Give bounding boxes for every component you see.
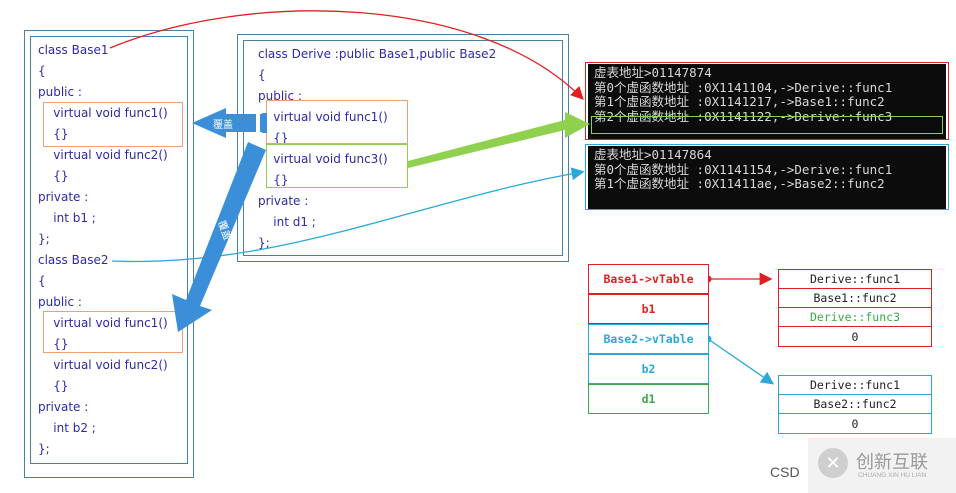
console1-func3-highlight [591,116,943,134]
derive-class-code: class Derive :public Base1,public Base2 {… [258,44,496,254]
code-line: private : [38,400,89,414]
code-line: {} [38,169,69,183]
code-line: int b2 ; [38,421,96,435]
code-line: }; [38,232,50,246]
vtable-entry: 0 [778,326,932,347]
code-line: {} [38,127,69,141]
watermark-brand: 创新互联 [856,452,928,473]
vtable-entry: 0 [778,413,932,434]
code-line: public : [258,89,302,103]
code-line: public : [38,85,82,99]
code-line: class Derive :public Base1,public Base2 [258,47,497,61]
override-arrow-horizontal [192,108,262,138]
console-line: 虚表地址>01147864 [594,147,712,162]
vtable-entry: Base2::func2 [778,394,932,414]
derive-class-panel-inner [243,40,563,256]
code-line: {} [258,131,289,145]
code-line: int b1 ; [38,211,96,225]
console-line: 第0个虚函数地址 :0X1141104,->Derive::func1 [594,79,893,95]
override-label-1: 覆盖 [213,118,233,131]
vtable-entry: Derive::func1 [778,375,932,395]
watermark-logo-icon: ✕ [818,448,848,478]
watermark-csd: CSD [770,464,800,480]
object-layout-cell: b2 [588,354,709,384]
code-line: int d1 ; [258,215,316,229]
base2-to-console-arrow [111,167,585,263]
vtable-entry: Derive::func3 [778,307,932,327]
code-line: virtual void func1() [38,316,168,330]
code-line: private : [38,190,89,204]
code-line: virtual void func1() [38,106,168,120]
derive-class-panel [237,34,569,262]
base-classes-panel-inner [30,36,188,464]
console-line: 第1个虚函数地址 :0X11411ae,->Base2::func2 [594,176,885,191]
code-line: virtual void func2() [38,148,168,162]
object-layout-cell: Base2->vTable [588,324,709,354]
console1-frame [585,62,949,140]
base2-func1-highlight [43,311,183,353]
vtable-entry: Derive::func1 [778,269,932,289]
base1-func1-highlight [43,102,183,147]
base1-to-console-arrow [109,10,584,100]
base-classes-panel [24,30,194,478]
code-line: { [258,68,266,82]
override-arrow-tail-a [256,113,260,133]
console-line: 第0个虚函数地址 :0X1141154,->Derive::func1 [594,161,893,177]
code-line: virtual void func3() [258,152,388,166]
console2-frame [585,144,949,210]
code-line: public : [38,295,82,309]
object-layout-cell: Base1->vTable [588,264,709,294]
code-line: }; [258,236,270,250]
code-line: {} [38,337,69,351]
vtable-entry: Base1::func2 [778,288,932,308]
derive-func3-highlight [266,144,408,188]
override-arrow-tail-b [262,113,267,133]
code-line: { [38,274,46,288]
code-line: virtual void func1() [258,110,388,124]
console-line: 第1个虚函数地址 :0X1141217,->Base1::func2 [594,94,885,109]
code-line: virtual void func2() [38,358,168,372]
override-arrow-diagonal [172,142,266,332]
code-line: {} [258,173,289,187]
code-line: class Base1 [38,43,109,57]
base2-vptr-arrow [707,338,775,385]
watermark-sub: CHUANG XIN HU LIAN [858,472,927,479]
code-line: class Base2 [38,253,109,267]
code-line: {} [38,379,69,393]
console-line: 虚表地址>01147874 [594,65,712,80]
code-line: { [38,64,46,78]
code-line: private : [258,194,309,208]
object-layout-cell: d1 [588,384,709,414]
code-line: }; [38,442,50,456]
base-classes-code: class Base1 { public : virtual void func1(… [38,40,168,460]
object-layout-cell: b1 [588,294,709,324]
func3-to-console-arrow [408,112,590,168]
